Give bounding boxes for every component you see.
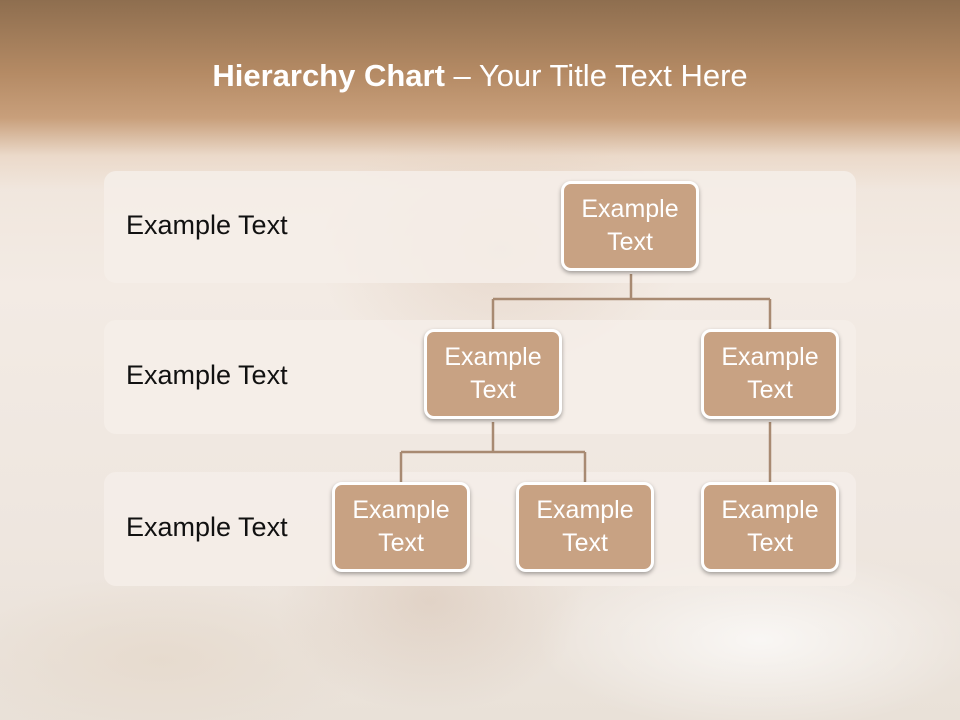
- node-text-line1: Example: [352, 496, 450, 524]
- node-text-line1: Example: [536, 496, 634, 524]
- level-row-1: Example Text: [104, 171, 856, 283]
- node-text-line2: Text: [607, 228, 653, 256]
- title-rest: Your Title Text Here: [478, 58, 748, 93]
- level-label-3: Example Text: [126, 512, 288, 542]
- level-label-2: Example Text: [126, 360, 288, 390]
- level-label-1: Example Text: [126, 210, 288, 240]
- title-band: [0, 0, 960, 190]
- node-text-line1: Example: [721, 496, 819, 524]
- node-text-line2: Text: [378, 529, 424, 557]
- node-text-line1: Example: [444, 343, 542, 371]
- node-text-line2: Text: [470, 376, 516, 404]
- node-text-line1: Example: [581, 195, 679, 223]
- node-text-line2: Text: [747, 376, 793, 404]
- node-text-line2: Text: [747, 529, 793, 557]
- slide-title: Hierarchy Chart – Your Title Text Here: [0, 56, 960, 96]
- node-text-line2: Text: [562, 529, 608, 557]
- node-text-line1: Example: [721, 343, 819, 371]
- title-dash: –: [444, 58, 479, 93]
- connector-midleft-to-level3: [399, 422, 587, 482]
- title-bold: Hierarchy Chart: [212, 58, 445, 93]
- connector-root-to-level2: [491, 274, 772, 329]
